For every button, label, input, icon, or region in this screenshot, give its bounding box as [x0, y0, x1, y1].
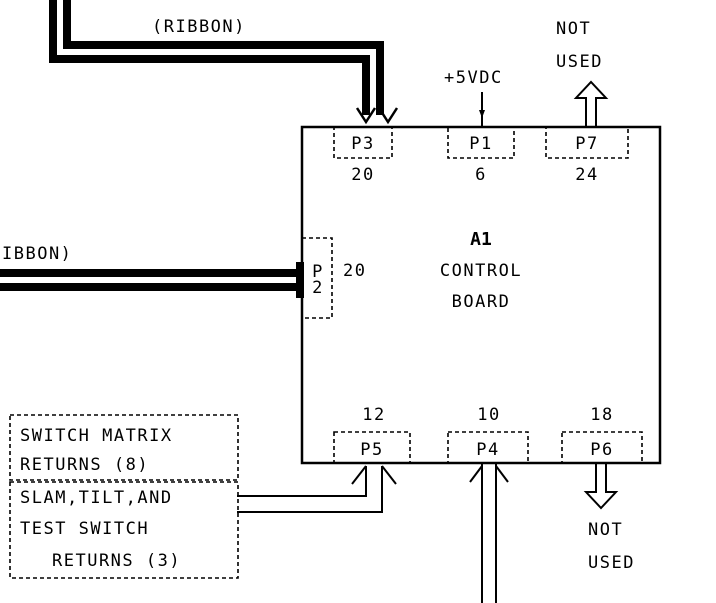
board-name-line1: CONTROL: [440, 261, 522, 281]
p6-label: P6: [590, 440, 613, 460]
p2-label-2: 2: [312, 278, 324, 298]
p4-pins: 10: [477, 405, 500, 425]
top-ribbon-cable: [49, 0, 399, 125]
p4-label: P4: [476, 440, 499, 460]
p1-label: P1: [469, 134, 492, 154]
connector-p2: [301, 237, 333, 319]
slam-line1: SLAM,TILT,AND: [20, 488, 173, 508]
p6-double-arrow: [583, 463, 619, 510]
p6-pins: 18: [590, 405, 613, 425]
slam-tilt-box: [9, 481, 239, 579]
slam-tilt-wiring: [237, 465, 397, 513]
supply-label: +5VDC: [444, 68, 503, 88]
p7-label: P7: [575, 134, 598, 154]
p3-pins: 20: [351, 165, 374, 185]
connector-p3: [333, 126, 393, 159]
slam-line2: TEST SWITCH: [20, 519, 149, 539]
left-cable-label: IBBON): [2, 244, 72, 264]
board-designator: A1: [470, 229, 492, 250]
switch-matrix-line1: SWITCH MATRIX: [20, 426, 173, 446]
board-name-line2: BOARD: [452, 292, 511, 312]
p3-label: P3: [351, 134, 374, 154]
connector-p6: [561, 431, 643, 464]
connector-p4: [447, 431, 529, 464]
p5-pins: 12: [362, 405, 385, 425]
supply-arrow: [479, 110, 485, 118]
top-cable-label: (RIBBON): [152, 17, 246, 37]
slam-line3: RETURNS (3): [52, 551, 181, 571]
p2-pins: 20: [343, 261, 366, 281]
p6-used-label: USED: [588, 553, 635, 573]
p7-not-label: NOT: [556, 19, 591, 39]
p2-label-p: P: [312, 262, 324, 282]
switch-matrix-box: [9, 414, 239, 481]
connector-p7: [545, 126, 629, 159]
connector-p5: [333, 431, 411, 464]
p5-label: P5: [360, 440, 383, 460]
p7-used-label: USED: [556, 52, 603, 72]
p1-pins: 6: [475, 165, 487, 185]
switch-matrix-line2: RETURNS (8): [20, 455, 149, 475]
p6-not-label: NOT: [588, 520, 623, 540]
p4-cable: [469, 463, 509, 603]
left-ribbon-cable: [0, 262, 304, 298]
connector-p1: [447, 126, 515, 159]
p7-pins: 24: [575, 165, 598, 185]
p7-double-arrow: [573, 80, 609, 127]
